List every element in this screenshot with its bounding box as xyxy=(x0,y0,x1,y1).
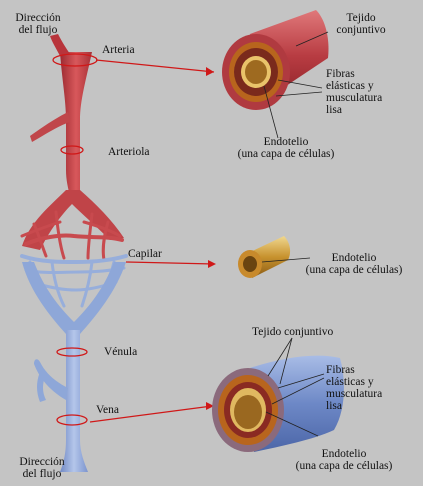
arrow-vena xyxy=(89,405,213,423)
artery-trunk xyxy=(60,52,92,196)
ring-venula xyxy=(56,347,88,357)
leader-vein-tejido-1 xyxy=(267,337,293,377)
capillary-cross-section xyxy=(238,236,311,278)
label-venula: Vénula xyxy=(104,346,138,358)
vein-cross-section xyxy=(212,337,344,452)
artery-lumen xyxy=(245,60,267,84)
artery-cross-section xyxy=(222,10,329,139)
flow-direction-bottom-label: Dirección del flujo xyxy=(19,456,65,480)
artery-branch-top xyxy=(50,34,70,56)
vein-tejido-label: Tejido conjuntivo xyxy=(252,326,334,338)
artery-fibras-label: Fibras elásticas y musculatura lisa xyxy=(326,68,383,116)
leader-vein-tejido-2 xyxy=(279,337,293,385)
vein-fibras-label: Fibras elásticas y musculatura lisa xyxy=(326,364,383,412)
venule-fan xyxy=(22,262,126,334)
leader-cap-endotelio xyxy=(261,257,311,263)
arrowhead-capilar xyxy=(208,260,216,268)
label-vena: Vena xyxy=(96,404,119,416)
label-capilar: Capilar xyxy=(128,248,162,260)
label-arteriola: Arteriola xyxy=(108,146,150,158)
leader-art-fibras-1 xyxy=(277,79,323,89)
leader-vein-fibras-2 xyxy=(271,377,325,405)
arrow-arteria xyxy=(95,59,215,73)
vein-side-branch xyxy=(34,359,68,400)
leader-art-endotelio xyxy=(263,85,279,139)
vein-lumen xyxy=(234,395,262,429)
arteriole-fan xyxy=(22,190,124,250)
artery-tejido-label: Tejido conjuntivo xyxy=(336,12,386,36)
ring-arteriola xyxy=(60,145,84,155)
arrow-capilar xyxy=(125,261,215,265)
vein-endotelio-label: Endotelio (una capa de células) xyxy=(295,448,393,472)
leader-art-fibras-2 xyxy=(275,91,323,97)
label-arteria: Arteria xyxy=(102,44,135,56)
vein-trunk xyxy=(60,330,88,472)
ring-vena xyxy=(56,414,88,426)
leader-vein-fibras-1 xyxy=(277,373,325,389)
leader-vein-endotelio xyxy=(265,411,319,437)
artery-side-branch xyxy=(30,112,70,142)
vessel-tree xyxy=(20,34,128,472)
capillary-lumen xyxy=(243,256,257,272)
pointer-arrows xyxy=(89,59,216,423)
artery-endotelio-label: Endotelio (una capa de células) xyxy=(237,136,335,160)
capillary-endotelio-label: Endotelio (una capa de células) xyxy=(305,252,403,276)
flow-direction-top-label: Dirección del flujo xyxy=(15,12,61,36)
arrowhead-arteria xyxy=(206,67,214,76)
vein-side-branch-2 xyxy=(37,372,46,402)
arrowhead-vena xyxy=(206,402,214,410)
leader-art-tejido xyxy=(295,31,329,47)
